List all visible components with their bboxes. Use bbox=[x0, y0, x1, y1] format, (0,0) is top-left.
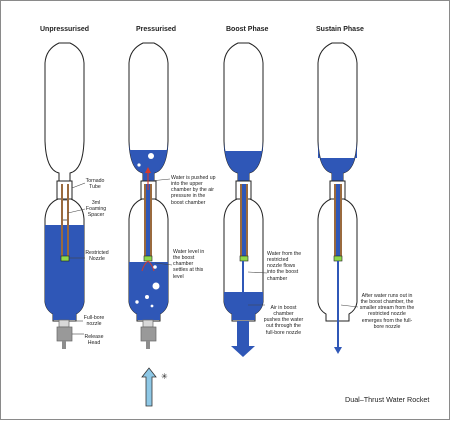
release-stem-unpressurised bbox=[62, 341, 66, 349]
release-head-pressurised bbox=[140, 326, 157, 342]
upper-bottle-unpressurised bbox=[44, 42, 85, 190]
stage-title-boost: Boost Phase bbox=[226, 26, 269, 33]
lower-water-pressurised bbox=[129, 262, 168, 320]
tube-right-sustain bbox=[340, 184, 342, 261]
blue-up-arrow bbox=[141, 367, 157, 407]
restricted-nozzle-unpressurised bbox=[60, 255, 70, 262]
release-head-unpressurised bbox=[56, 326, 73, 342]
center-water-pressurised bbox=[145, 184, 151, 261]
water-body-unpressurised bbox=[45, 225, 84, 320]
restricted-nozzle-boost bbox=[239, 255, 249, 262]
tube-right-boost bbox=[246, 184, 248, 261]
stage-title-unpressurised: Unpressurised bbox=[40, 26, 90, 33]
rocket-unpressurised bbox=[44, 42, 85, 349]
bubble-6 bbox=[135, 300, 139, 304]
tube-left-unpressurised bbox=[61, 184, 63, 257]
label-tornado-tube: Tornado Tube bbox=[85, 178, 105, 191]
leader-boost-upper bbox=[247, 271, 268, 274]
label-boost-lower: Air in boost chamber pushes the water ou… bbox=[263, 305, 304, 336]
bubble-5 bbox=[150, 304, 154, 308]
label-pressurised-upper: Water is pushed up into the upper chambe… bbox=[171, 175, 216, 206]
exhaust-arrow-boost bbox=[231, 321, 255, 357]
tube-left-pressurised bbox=[144, 184, 146, 261]
label-restricted-nozzle: Restricted Nozzle bbox=[85, 250, 109, 263]
bubble-2 bbox=[137, 163, 141, 167]
rocket-boost bbox=[223, 42, 264, 357]
upper-water-boost bbox=[224, 141, 263, 183]
diagram-footer-title: Dual–Thrust Water Rocket bbox=[345, 395, 430, 404]
bubble-3 bbox=[152, 282, 160, 290]
center-water-sustain bbox=[335, 184, 341, 261]
nozzle-unpressurised bbox=[58, 319, 70, 328]
upper-water-sustain bbox=[318, 141, 357, 183]
label-full-bore-nozzle: Full-bore nozzle bbox=[83, 315, 105, 328]
label-air-mark: ✳ bbox=[161, 372, 168, 381]
tube-right-pressurised bbox=[150, 184, 152, 261]
leader-pressurised-upper bbox=[149, 178, 171, 182]
leader-pressurised-lower bbox=[154, 262, 173, 266]
rocket-pressurised bbox=[128, 42, 169, 407]
inner-stream-boost bbox=[242, 261, 244, 293]
tornado-tube-unpressurised bbox=[56, 180, 73, 200]
leader-tornado-tube bbox=[71, 182, 86, 189]
label-release-head: Release Head bbox=[84, 334, 104, 347]
leader-sustain bbox=[340, 304, 359, 308]
bubble-7 bbox=[153, 265, 157, 269]
tube-left-boost bbox=[240, 184, 242, 261]
stage-title-sustain: Sustain Phase bbox=[316, 26, 364, 33]
upper-water-pressurised bbox=[129, 141, 168, 183]
label-foam-spacer: 3ml Foaming Spacer bbox=[85, 200, 107, 219]
rocket-sustain bbox=[317, 42, 358, 354]
bubble-1 bbox=[148, 153, 154, 159]
release-stem-pressurised bbox=[146, 341, 150, 349]
red-upflow-arrowhead bbox=[145, 167, 151, 173]
label-boost-upper: Water from the restricted nozzle flows i… bbox=[267, 251, 302, 282]
inner-stream-sustain bbox=[337, 261, 339, 347]
leader-foam-spacer bbox=[67, 208, 86, 214]
lower-water-boost bbox=[224, 292, 263, 320]
restricted-nozzle-pressurised bbox=[143, 255, 153, 262]
exhaust-arrow-sustain bbox=[334, 347, 342, 354]
nozzle-pressurised bbox=[142, 319, 154, 328]
center-water-boost bbox=[241, 184, 247, 261]
tube-right-unpressurised bbox=[67, 184, 69, 257]
red-lower-indicator bbox=[141, 260, 155, 272]
tube-left-sustain bbox=[334, 184, 336, 261]
label-sustain: After water runs out in the boost chambe… bbox=[359, 293, 415, 330]
label-pressurised-lower: Water level in the boost chamber settles… bbox=[173, 249, 205, 280]
stage-title-pressurised: Pressurised bbox=[136, 26, 177, 33]
restricted-nozzle-sustain bbox=[333, 255, 343, 262]
leader-lines bbox=[67, 178, 359, 335]
bubble-4 bbox=[145, 295, 149, 299]
